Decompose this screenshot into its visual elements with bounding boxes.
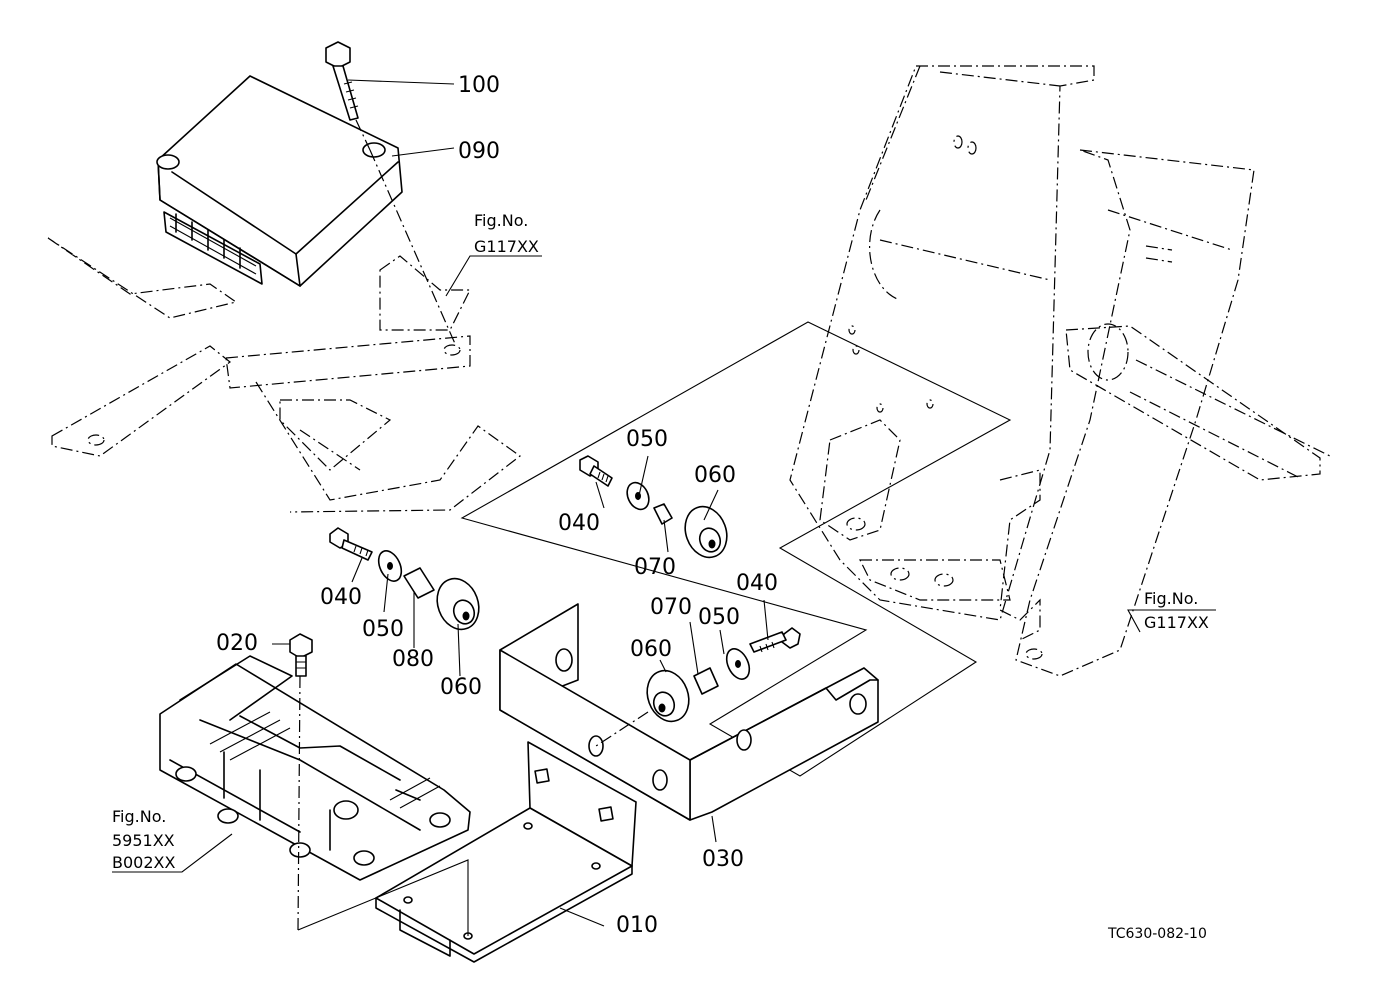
callout-040-left: 040 (320, 585, 362, 610)
fig-ref-left-number-2: B002XX (112, 853, 175, 872)
callout-020: 020 (216, 631, 258, 656)
fig-ref-right-label: Fig.No. (1144, 589, 1198, 608)
fig-ref-top-label: Fig.No. (474, 211, 528, 230)
callout-040-right: 040 (736, 571, 778, 596)
callout-060-right: 060 (630, 637, 672, 662)
hardware-group-b (329, 527, 480, 631)
callout-080: 080 (392, 647, 434, 672)
fig-ref-left-number-1: 5951XX (112, 831, 175, 850)
hardware-group-c (595, 627, 801, 747)
bracket-030 (499, 603, 879, 821)
bolt-100 (325, 41, 371, 151)
fig-ref-top-number: G117XX (474, 237, 539, 256)
callout-060-upper: 060 (694, 463, 736, 488)
callout-060-left: 060 (440, 675, 482, 700)
callout-070-right: 070 (650, 595, 692, 620)
fig-ref-left-label: Fig.No. (112, 807, 166, 826)
callout-090: 090 (458, 139, 500, 164)
controller-unit (156, 75, 403, 287)
bracket-010 (375, 741, 637, 963)
mounting-plate-outline (460, 321, 1012, 777)
callout-030: 030 (702, 847, 744, 872)
callout-labels: 100 090 050 060 040 070 040 050 080 060 … (216, 73, 778, 938)
fig-ref-right-number: G117XX (1144, 613, 1209, 632)
drawing-code: TC630-082-10 (1107, 926, 1207, 942)
hardware-group-a (579, 455, 728, 559)
bolt-020 (289, 633, 313, 931)
callout-100: 100 (458, 73, 500, 98)
callout-050-upper: 050 (626, 427, 668, 452)
callout-070-upper: 070 (634, 555, 676, 580)
upper-frame-bracket (47, 149, 522, 513)
control-valve-body (159, 655, 471, 881)
callout-050-left: 050 (362, 617, 404, 642)
figure-references: Fig.No. G117XX Fig.No. G117XX Fig.No. 59… (112, 211, 1209, 942)
callout-010: 010 (616, 913, 658, 938)
callout-040-upper: 040 (558, 511, 600, 536)
callout-050-right: 050 (698, 605, 740, 630)
leader-lines (112, 79, 1216, 936)
right-frame (789, 65, 1331, 677)
